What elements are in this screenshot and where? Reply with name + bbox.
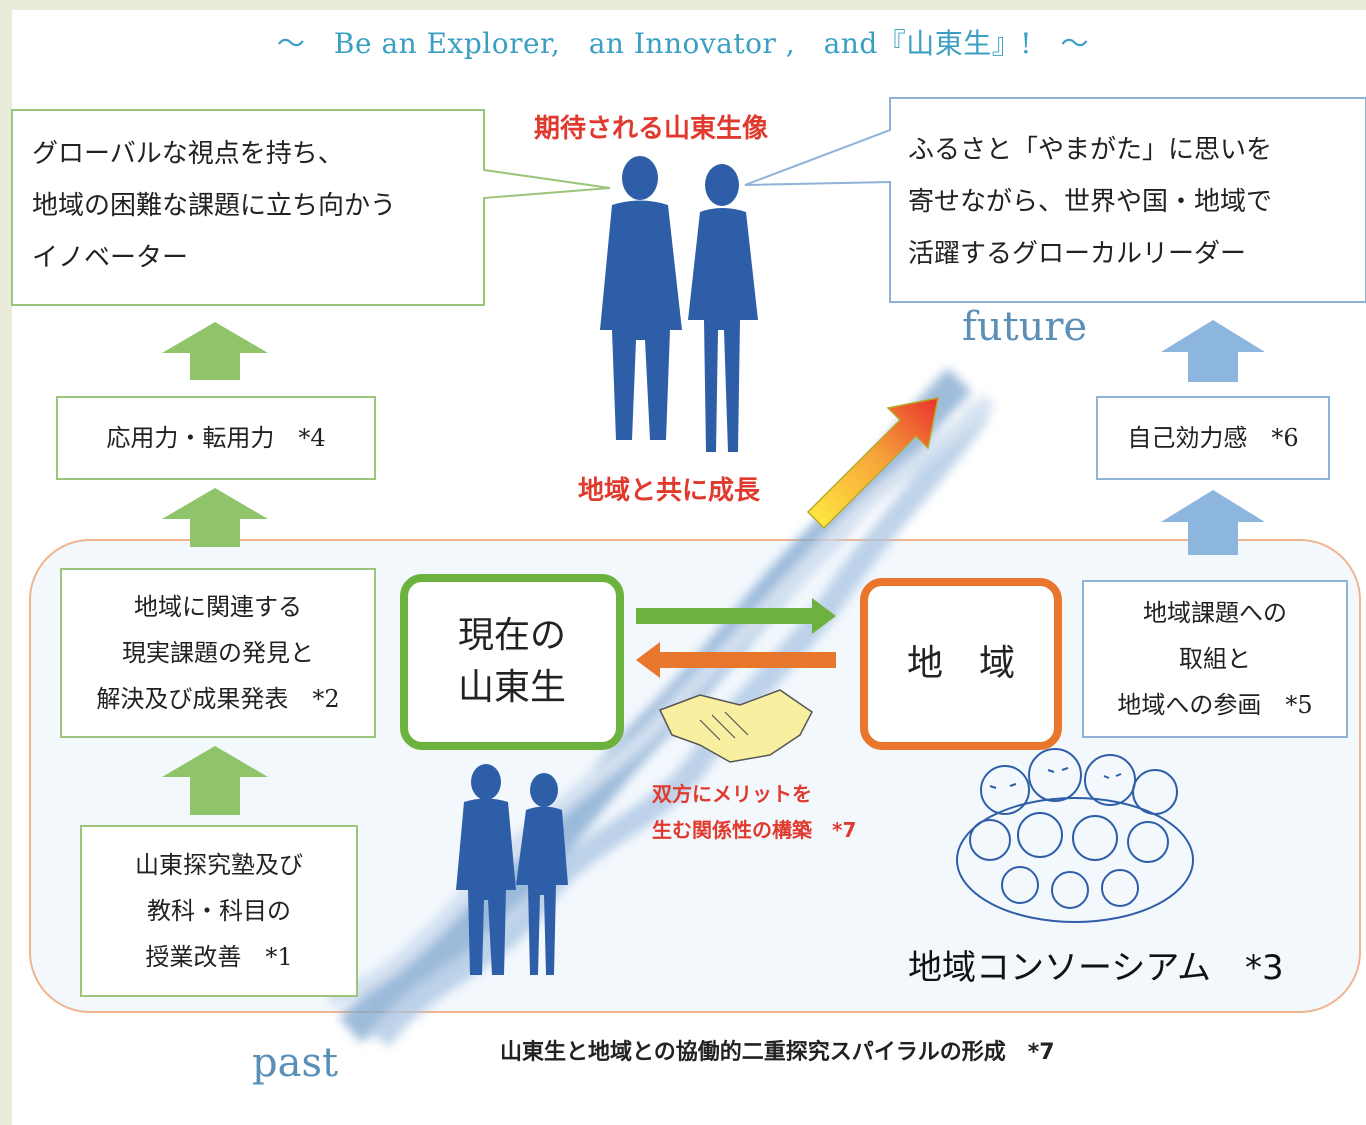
consortium-crowd-illustration xyxy=(956,748,1194,923)
region-action-box: 地域課題への 取組と 地域への参画 *5 xyxy=(1082,580,1348,738)
silhouette-adults xyxy=(600,156,758,452)
tagline: ～ Be an Explorer, an Innovator , and『山東生… xyxy=(276,27,1090,60)
class-improvement-box: 山東探究塾及び 教科・科目の 授業改善 *1 xyxy=(80,825,358,997)
left-callout-bubble xyxy=(11,109,611,306)
left-callout-text: グローバルな視点を持ち、 地域の困難な課題に立ち向かう イノベーター xyxy=(32,139,397,273)
past-label: past xyxy=(252,1040,339,1086)
arrow-to-region xyxy=(636,598,836,634)
silhouette-students xyxy=(456,764,568,975)
growth-arrow xyxy=(806,397,939,530)
merit-text: 双方にメリットを 生む関係性の構築 *7 xyxy=(652,782,857,842)
left-frame-strip xyxy=(0,0,12,1125)
current-students-box: 現在の 山東生 xyxy=(400,574,624,750)
right-callout-bubble xyxy=(744,97,1366,303)
blue-arrows xyxy=(1161,320,1265,555)
footer-caption: 山東生と地域との協働的二重探究スパイラルの形成 *7 xyxy=(500,1040,1055,1065)
right-callout-text: ふるさと「やまがた」に思いを 寄せながら、世界や国・地域で 活躍するグローカルリ… xyxy=(908,135,1273,269)
green-arrows xyxy=(162,322,268,815)
future-label: future xyxy=(962,304,1088,350)
handshake-icon xyxy=(658,689,813,763)
applied-ability-box: 応用力・転用力 *4 xyxy=(56,396,376,480)
top-frame-strip xyxy=(0,0,1366,10)
self-efficacy-box: 自己効力感 *6 xyxy=(1096,396,1330,480)
growth-label: 地域と共に成長 xyxy=(578,476,761,506)
expected-student-label: 期待される山東生像 xyxy=(534,114,769,144)
discovery-box: 地域に関連する 現実課題の発見と 解決及び成果発表 *2 xyxy=(60,568,376,738)
region-box: 地 域 xyxy=(860,578,1062,750)
consortium-label: 地域コンソーシアム *3 xyxy=(908,948,1284,988)
arrow-to-students xyxy=(636,642,836,678)
